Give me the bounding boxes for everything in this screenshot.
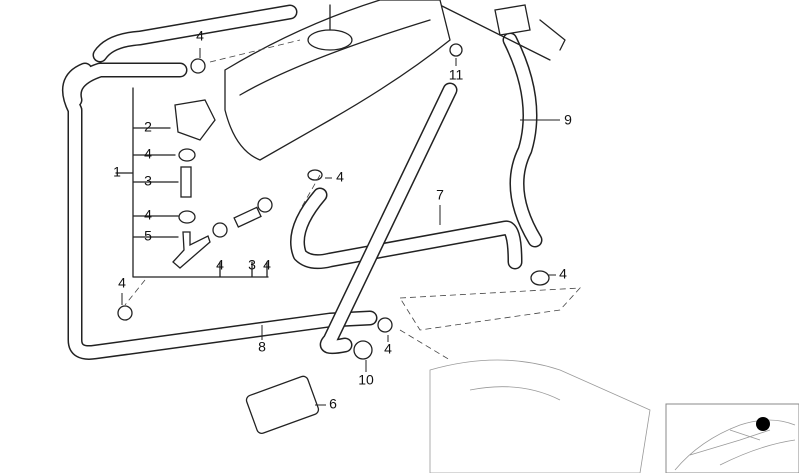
callout-3: 3 [144,173,152,189]
grommet-11 [449,43,463,57]
callout-11: 11 [449,67,464,83]
callout-7: 7 [436,187,444,203]
callout-9: 9 [564,112,572,128]
location-dot [756,417,770,431]
callout-4: 4 [384,341,392,357]
kit-bracket [115,87,269,278]
callout-10: 10 [358,372,374,388]
callout-labels: 4 11 9 2 4 1 3 4 5 4 7 4 3 4 4 4 8 4 10 … [113,28,572,412]
callout-4: 4 [216,257,224,273]
pad-6 [245,375,320,434]
filler-neck-9[interactable] [439,4,566,248]
callout-8: 8 [258,339,266,355]
car-locator-thumbnail [665,403,799,473]
callout-1: 1 [113,164,121,180]
callout-4: 4 [144,207,152,223]
callout-4: 4 [559,266,567,282]
callout-3: 3 [248,257,256,273]
callout-4: 4 [263,257,271,273]
callout-4: 4 [196,28,204,44]
hose-7[interactable] [290,82,523,355]
small-parts[interactable] [117,58,550,435]
callout-4: 4 [336,169,344,185]
callout-2: 2 [144,119,152,135]
callout-4: 4 [144,146,152,162]
callout-5: 5 [144,228,152,244]
callout-6: 6 [329,396,337,412]
expansion-tank[interactable] [224,0,463,161]
callout-4: 4 [118,275,126,291]
hose-8[interactable] [61,4,378,360]
